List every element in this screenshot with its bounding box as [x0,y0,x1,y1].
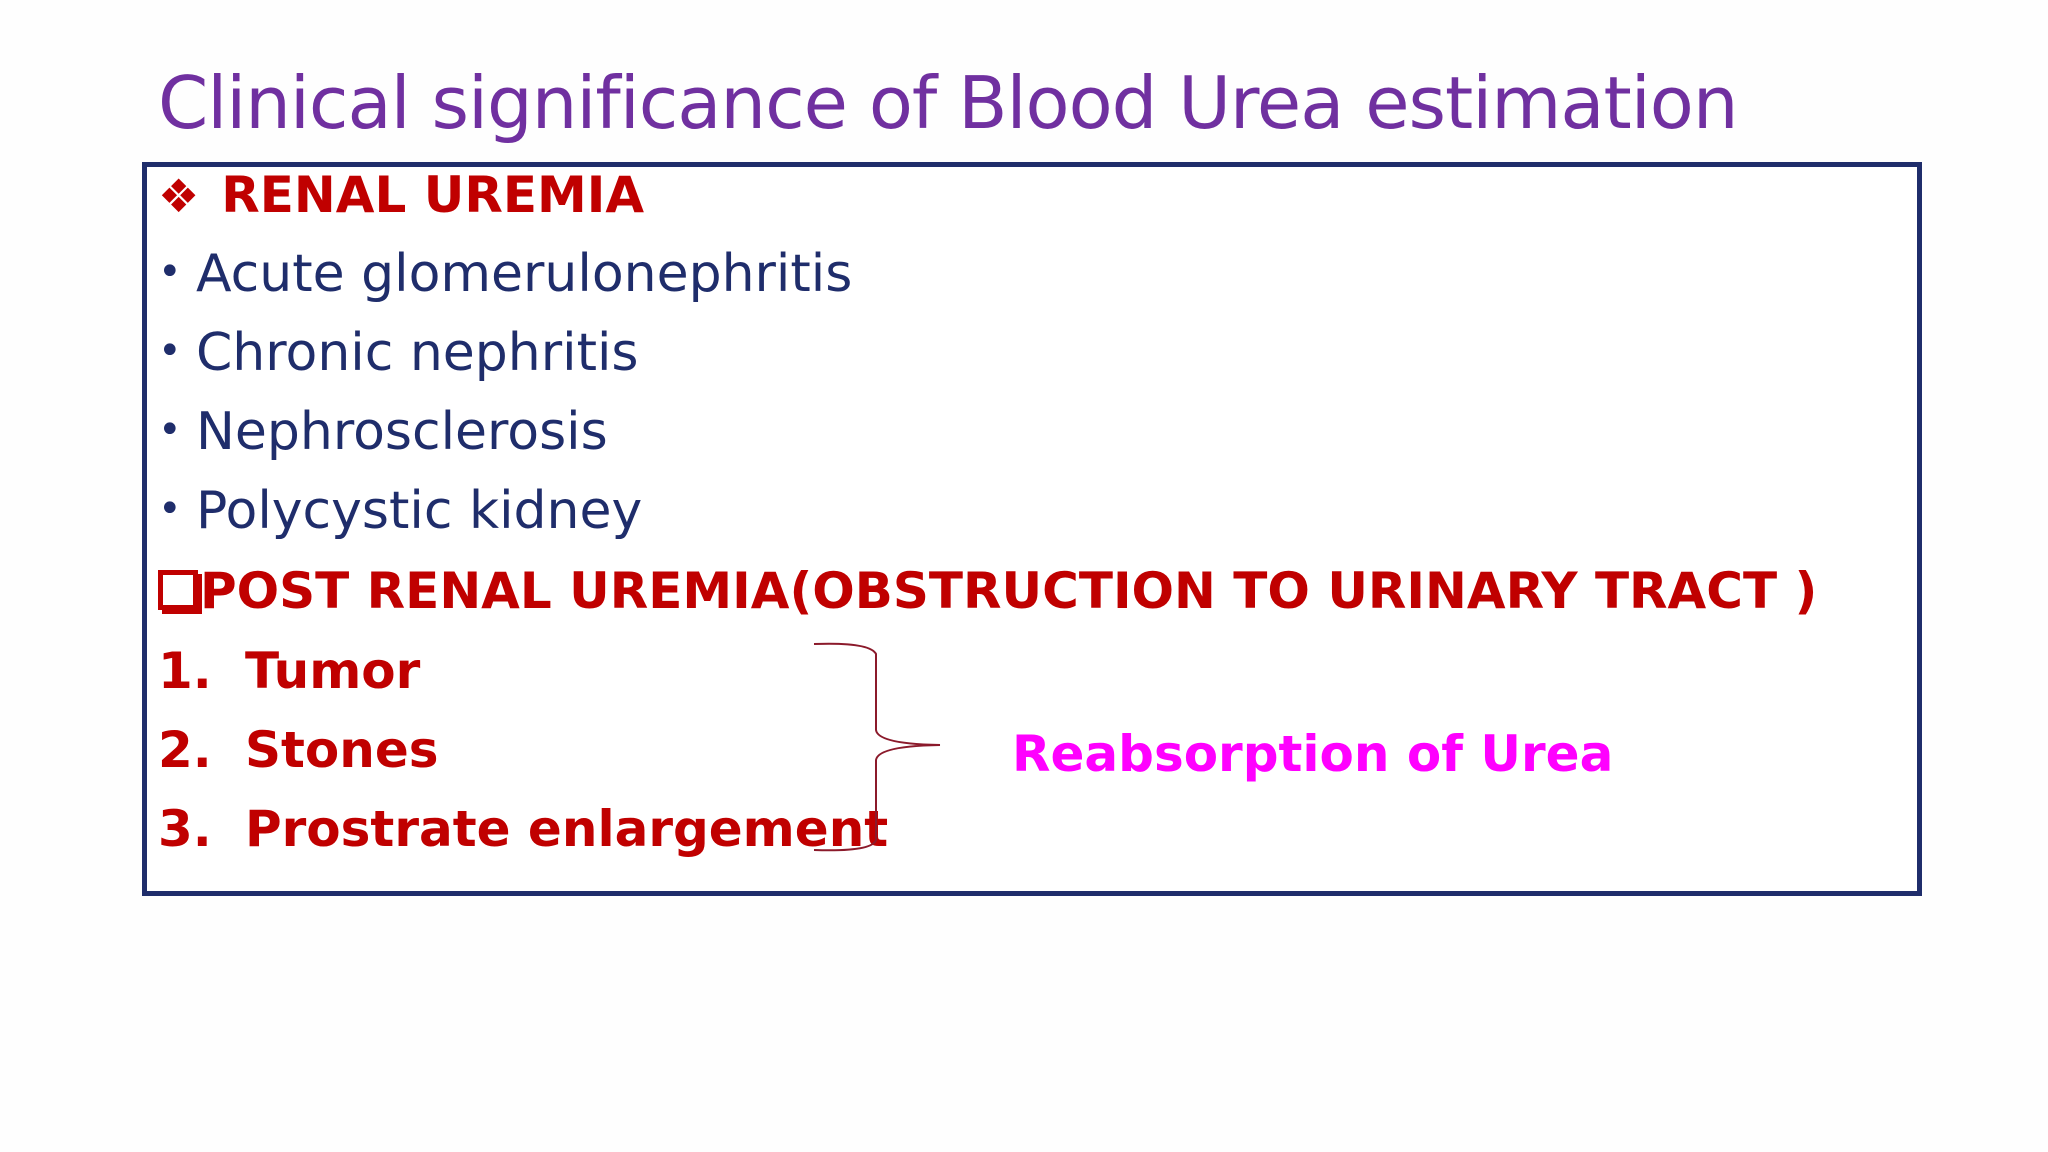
diamond-bullet-icon: ❖ [158,169,200,223]
reabsorption-annotation: Reabsorption of Urea [1012,725,1614,783]
renal-uremia-heading-text: RENAL UREMIA [221,166,645,224]
post-renal-uremia-heading: POST RENAL UREMIA(OBSTRUCTION TO URINARY… [158,566,1817,616]
bullet-dot-icon: • [158,486,182,532]
numbered-item-text: Stones [245,721,439,779]
list-item-text: Chronic nephritis [196,323,639,383]
right-curly-brace-icon [813,642,941,852]
content-box [142,162,1922,896]
slide-title: Clinical significance of Blood Urea esti… [158,61,1738,145]
item-number: 3. [158,800,212,858]
list-item-text: Acute glomerulonephritis [196,244,853,304]
list-item: •Polycystic kidney [158,485,642,537]
numbered-item: 1.Tumor [158,646,420,696]
numbered-item: 2.Stones [158,725,439,775]
post-renal-uremia-heading-text: POST RENAL UREMIA(OBSTRUCTION TO URINARY… [200,562,1818,620]
list-item-text: Polycystic kidney [196,481,643,541]
list-item: •Nephrosclerosis [158,406,608,458]
list-item-text: Nephrosclerosis [196,402,608,462]
list-item: •Acute glomerulonephritis [158,248,852,300]
numbered-item: 3.Prostrate enlargement [158,804,888,854]
list-item: •Chronic nephritis [158,327,639,379]
bullet-dot-icon: • [158,407,182,453]
item-number: 1. [158,642,212,700]
bullet-dot-icon: • [158,328,182,374]
numbered-item-text: Prostrate enlargement [245,800,889,858]
square-bullet-icon [158,570,198,610]
numbered-item-text: Tumor [245,642,421,700]
renal-uremia-heading: ❖RENAL UREMIA [158,170,644,220]
bullet-dot-icon: • [158,249,182,295]
item-number: 2. [158,721,212,779]
